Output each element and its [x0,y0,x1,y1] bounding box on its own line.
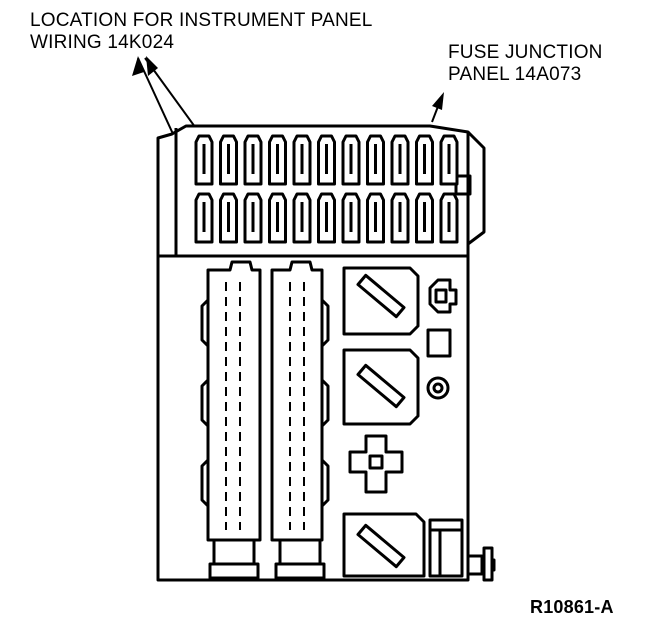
small-module [426,328,452,358]
instrument-panel-wiring-label: LOCATION FOR INSTRUMENT PANEL WIRING 14K… [30,10,373,54]
cross-connector [348,434,404,494]
stud-bolt-head [482,546,494,582]
instrument-panel-connector-left [200,260,262,580]
diagnostic-connector-socket [434,288,448,304]
connector-right-ribs [320,298,330,508]
instrument-panel-connector-right [270,260,330,580]
lower-right-module [428,518,464,578]
connector-left-body [206,260,262,542]
cross-connector-body [348,434,404,494]
fuse-rows [194,134,459,244]
relay-middle-slot [356,363,406,409]
connector-left-base [212,538,256,566]
fuse-junction-panel-label: FUSE JUNCTION PANEL 14A073 [448,42,603,86]
connector-right-foot [274,562,326,580]
relay-middle [342,348,420,426]
cross-connector-center [368,454,384,470]
figure-reference: R10861-A [530,597,614,617]
relay-lower [342,512,426,578]
instrument-panel-wiring-label-line2: WIRING 14K024 [30,32,175,53]
leader-arrowhead-left [132,56,144,76]
leader-arrowhead-fuse-panel [432,92,444,110]
relay-upper [342,266,420,336]
connector-left-ribs [200,298,210,508]
stud-bolt [466,546,496,582]
leader-arrowhead-right [146,56,158,76]
round-socket [426,376,450,400]
instrument-panel-wiring-label-line1: LOCATION FOR INSTRUMENT PANEL [30,10,373,31]
connector-left-foot [208,562,260,580]
connector-right-body [270,260,324,542]
diagnostic-connector-body [428,278,458,314]
round-socket-inner [432,382,444,394]
diagnostic-connector [428,278,458,314]
relay-upper-slot [356,273,406,319]
fuse-junction-panel-label-line2: PANEL 14A073 [448,64,582,85]
relay-lower-slot [356,523,406,569]
fuse-junction-panel-label-line1: FUSE JUNCTION [448,42,603,63]
connector-right-base [278,538,322,566]
lower-right-module-body [428,518,464,578]
housing-right-edge [466,130,486,246]
stud-bolt-nut [466,554,484,576]
